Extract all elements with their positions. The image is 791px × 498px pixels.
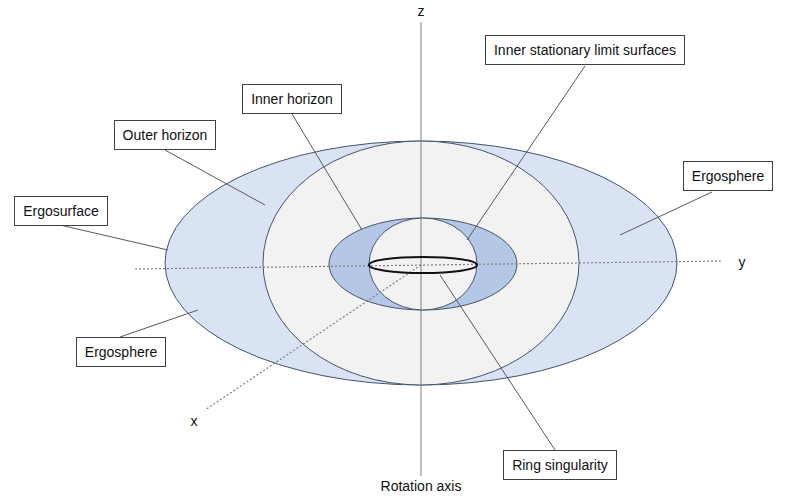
axis-caption: Rotation axis: [381, 478, 462, 494]
leader-line: [620, 192, 712, 235]
leader-line: [440, 275, 555, 450]
y-axis: [135, 261, 722, 269]
leader-line: [60, 225, 168, 250]
axis-label: x: [191, 413, 198, 429]
callout-box: Ergosurface: [14, 196, 107, 226]
callout-label: Outer horizon: [123, 127, 208, 143]
axis-label: z: [418, 3, 425, 19]
callout-box: Ring singularity: [503, 450, 617, 480]
callout-box: Inner horizon: [242, 84, 342, 114]
ring-singularity: [369, 257, 477, 273]
callout-box: Inner stationary limit surfaces: [485, 35, 685, 65]
leader-line: [165, 150, 265, 205]
callout-label: Ergosurface: [23, 203, 98, 219]
callout-label: Ergosphere: [692, 168, 764, 184]
callout-label: Ring singularity: [512, 457, 608, 473]
x-axis: [205, 265, 421, 410]
z-axis: [421, 22, 422, 476]
leader-line: [467, 66, 585, 240]
leader-line: [120, 310, 198, 337]
callout-box: Ergosphere: [683, 161, 773, 191]
callout-label: Inner stationary limit surfaces: [494, 42, 676, 58]
axis-label: y: [739, 254, 746, 270]
callout-box: Ergosphere: [76, 337, 166, 367]
callout-box: Outer horizon: [114, 120, 217, 150]
callout-label: Inner horizon: [251, 91, 333, 107]
callout-label: Ergosphere: [85, 344, 157, 360]
leader-line: [292, 114, 362, 230]
